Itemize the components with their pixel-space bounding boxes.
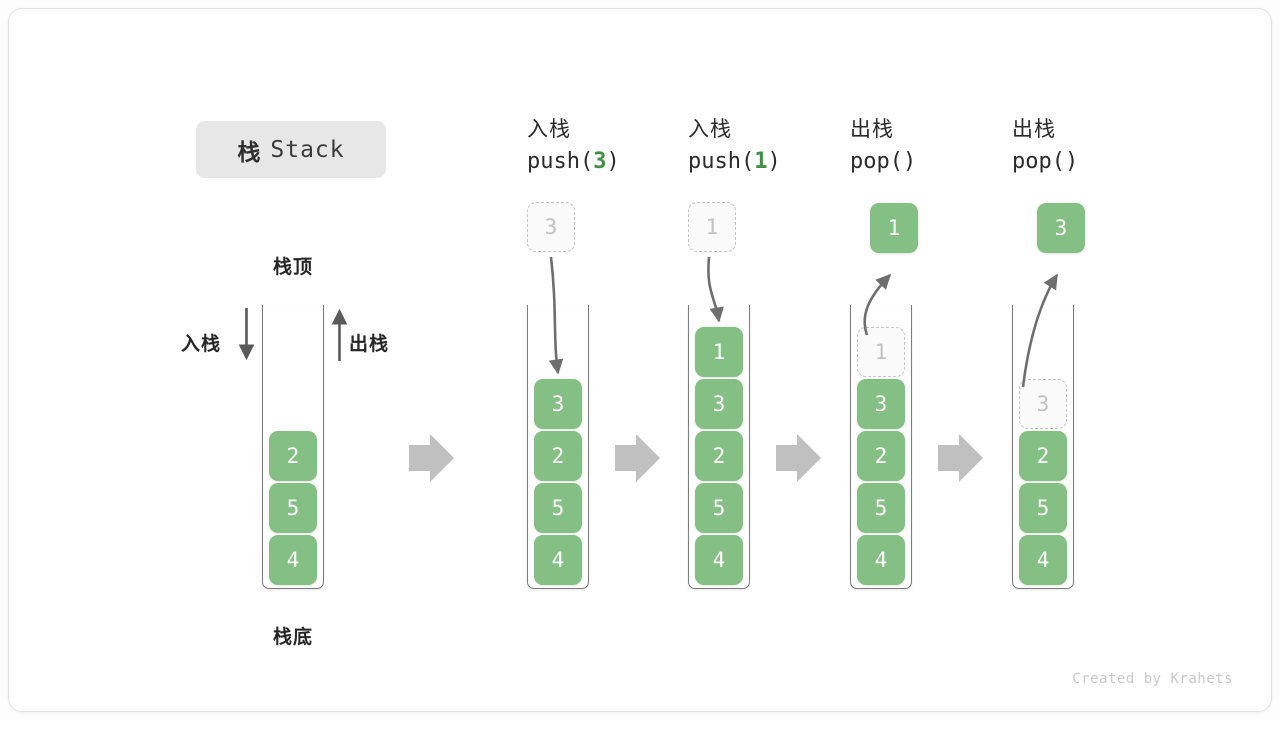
- column-header-pop-1: 出栈 pop(): [850, 115, 1020, 179]
- flow-chevron-4: [938, 434, 983, 482]
- flow-chevron-2: [615, 434, 660, 482]
- stack-title-badge: 栈 Stack: [196, 121, 386, 178]
- stack-cell: 4: [534, 535, 582, 585]
- stack-cell: 1: [857, 327, 905, 377]
- stack-cell: 4: [269, 535, 317, 585]
- stack-cell: 5: [534, 483, 582, 533]
- pop-side-label: 出栈: [349, 334, 390, 355]
- stack-cell: 4: [695, 535, 743, 585]
- stack-cell: 5: [269, 483, 317, 533]
- popped-cell-3: 3: [1037, 203, 1085, 253]
- stack-cell: 5: [857, 483, 905, 533]
- stack-cell: 5: [695, 483, 743, 533]
- stack-cell: 3: [857, 379, 905, 429]
- column-header-pop-3: 出栈 pop(): [1012, 115, 1182, 179]
- header-code-push-3: push(3): [527, 145, 697, 179]
- code-prefix-pop-3: pop(: [1012, 149, 1065, 174]
- stack-cell: 2: [1019, 431, 1067, 481]
- stack-cell: 5: [1019, 483, 1067, 533]
- code-number-push-1: 1: [754, 149, 768, 174]
- column-header-push-1: 入栈 push(1): [688, 115, 858, 179]
- header-cn-pop-3: 出栈: [1012, 118, 1056, 141]
- header-cn-pop-1: 出栈: [850, 118, 894, 141]
- stack-cell: 1: [695, 327, 743, 377]
- flow-chevron-1: [409, 434, 454, 482]
- stack-cell: 4: [857, 535, 905, 585]
- code-suffix-pop-3: ): [1064, 149, 1079, 174]
- header-code-pop-1: pop(): [850, 145, 1020, 179]
- code-suffix-push-1: ): [767, 149, 781, 174]
- column-header-push-3: 入栈 push(3): [527, 115, 697, 179]
- code-prefix-push-3: push(: [527, 149, 594, 174]
- code-number-push-3: 3: [593, 149, 607, 174]
- title-chinese: 栈: [237, 138, 262, 165]
- ghost-cell-push-3: 3: [527, 202, 575, 252]
- stack-cell: 3: [695, 379, 743, 429]
- stack-cell: 3: [534, 379, 582, 429]
- ghost-cell-push-1: 1: [688, 202, 736, 252]
- code-prefix-push-1: push(: [688, 149, 755, 174]
- stack-cell: 2: [857, 431, 905, 481]
- code-suffix-push-3: ): [606, 149, 620, 174]
- popped-cell-1: 1: [870, 203, 918, 253]
- stack-cell: 2: [534, 431, 582, 481]
- title-english: Stack: [270, 136, 345, 163]
- stack-cell: 4: [1019, 535, 1067, 585]
- code-prefix-pop-1: pop(: [850, 149, 903, 174]
- stack-bottom-label: 栈底: [272, 627, 313, 648]
- header-code-push-1: push(1): [688, 145, 858, 179]
- footer-credit: Created by Krahets: [1072, 671, 1233, 687]
- code-suffix-pop-1: ): [902, 149, 917, 174]
- push-side-label: 入栈: [181, 334, 222, 355]
- stack-cell: 2: [269, 431, 317, 481]
- header-cn-push-3: 入栈: [527, 118, 571, 141]
- stack-top-label: 栈顶: [272, 257, 313, 278]
- flow-chevron-3: [776, 434, 821, 482]
- header-code-pop-3: pop(): [1012, 145, 1182, 179]
- header-cn-push-1: 入栈: [688, 118, 732, 141]
- stack-cell: 3: [1019, 379, 1067, 429]
- stack-cell: 2: [695, 431, 743, 481]
